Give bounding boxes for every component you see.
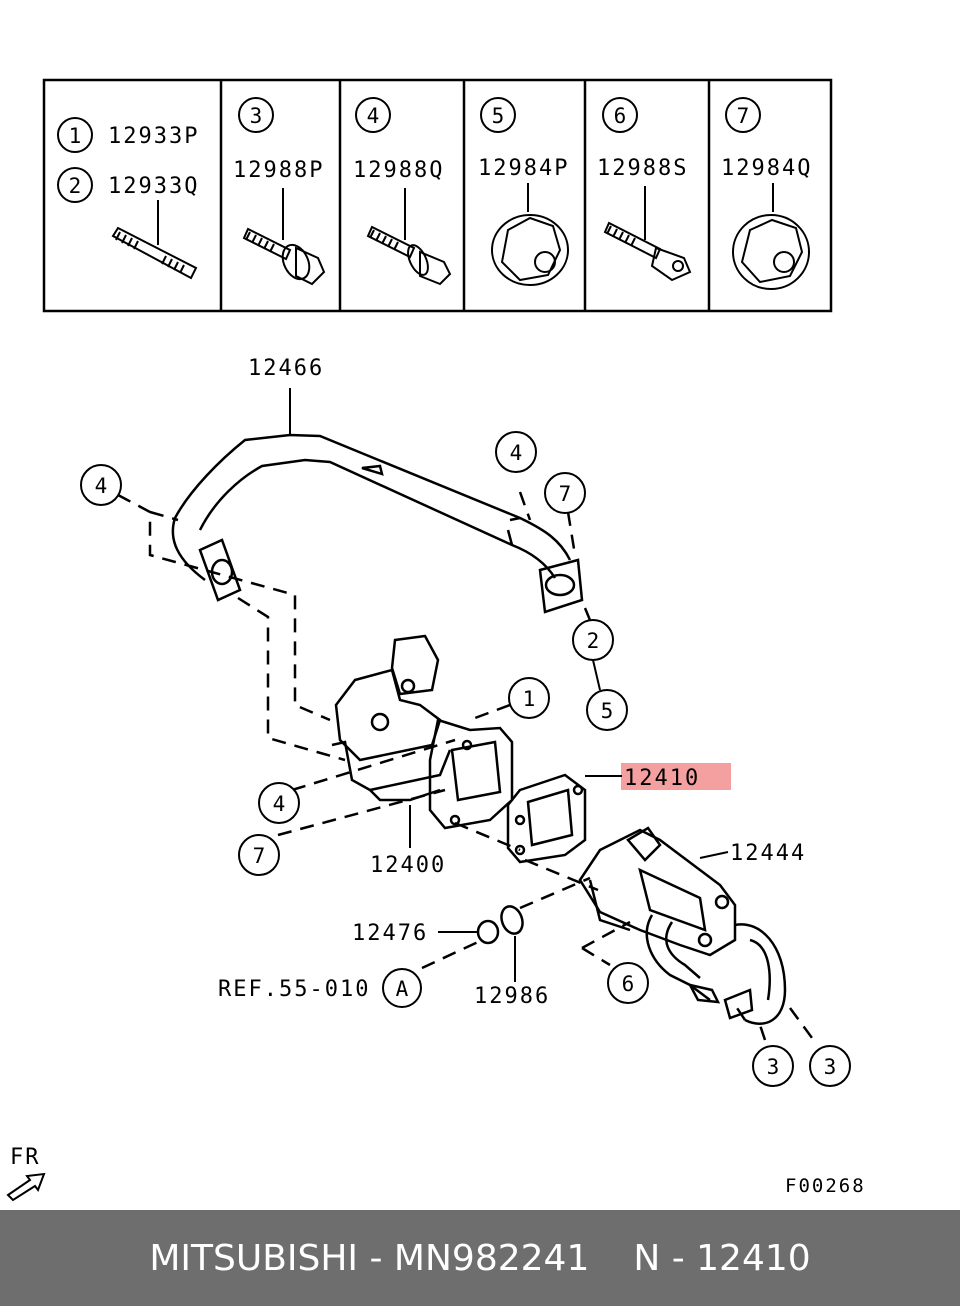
svg-text:4: 4	[510, 441, 523, 465]
svg-text:5: 5	[492, 104, 505, 128]
svg-text:6: 6	[614, 104, 627, 128]
svg-text:12476: 12476	[352, 921, 428, 946]
svg-text:4: 4	[95, 474, 108, 498]
svg-text:7: 7	[253, 844, 266, 868]
svg-text:7: 7	[737, 104, 750, 128]
svg-text:1: 1	[69, 124, 82, 148]
svg-text:12933P: 12933P	[108, 124, 199, 149]
callout-circle-4-lower: 4	[258, 782, 300, 824]
flange-bolt-icon	[242, 188, 326, 286]
svg-text:3: 3	[824, 1055, 837, 1079]
callout-12400: 12400	[370, 805, 446, 878]
figure-code: F00268	[785, 1175, 866, 1197]
highlight-box	[621, 763, 731, 790]
legend-item-5: 5 12984P	[478, 97, 569, 181]
direction-arrow-icon	[6, 1172, 46, 1202]
svg-text:6: 6	[622, 972, 635, 996]
svg-text:12400: 12400	[370, 853, 446, 878]
svg-text:3: 3	[250, 104, 263, 128]
svg-text:12444: 12444	[730, 841, 806, 866]
callout-12986: 12986	[474, 936, 550, 1009]
svg-text:12410: 12410	[624, 766, 700, 791]
svg-text:FR: FR	[10, 1145, 41, 1170]
legend-item-7: 7 12984Q	[721, 97, 812, 181]
callout-circle-4-top: 4	[495, 431, 537, 473]
callout-circle-7-top: 7	[544, 472, 586, 514]
footer-ref: N - 12410	[633, 1237, 811, 1279]
parts-diagram: 1 12933P 2 12933Q 3 12988P 4 12988Q	[6, 78, 866, 1202]
callout-circle-6: 6	[607, 962, 649, 1004]
svg-text:12984Q: 12984Q	[721, 156, 812, 181]
svg-text:4: 4	[273, 792, 286, 816]
washer-bolt-icon	[366, 188, 452, 286]
plug-12476	[476, 919, 500, 945]
socket-bolt-icon	[603, 186, 692, 282]
callout-12466: 12466	[248, 356, 324, 435]
callout-circle-3-right: 3	[809, 1045, 851, 1087]
legend-item-1: 1 12933P	[57, 117, 199, 153]
svg-text:A: A	[396, 977, 409, 1001]
footer-caption: MITSUBISHI - MN982241 N - 12410	[0, 1210, 960, 1306]
callout-12476: 12476	[352, 921, 478, 946]
legend-item-6: 6 12988S	[597, 97, 688, 181]
svg-text:12988P: 12988P	[233, 158, 324, 183]
callout-12410: 12410	[585, 763, 731, 791]
footer-bar	[0, 1210, 960, 1306]
svg-text:12986: 12986	[474, 984, 550, 1009]
callout-circle-1: 1	[508, 677, 550, 719]
fastener-legend-table	[42, 78, 833, 313]
svg-text:12933Q: 12933Q	[108, 174, 199, 199]
svg-text:3: 3	[767, 1055, 780, 1079]
stud-bolt-icon	[111, 200, 198, 280]
oring-12986	[500, 905, 524, 935]
callout-circle-3-left: 3	[752, 1045, 794, 1087]
callout-circle-7-lower: 7	[238, 834, 280, 876]
egr-cooler-12444	[578, 826, 787, 1025]
svg-text:12988Q: 12988Q	[353, 158, 444, 183]
svg-text:1: 1	[523, 687, 536, 711]
svg-text:12984P: 12984P	[478, 156, 569, 181]
flange-nut-icon	[491, 183, 569, 286]
legend-item-2: 2 12933Q	[57, 167, 199, 203]
front-direction-marker: FR	[6, 1145, 46, 1202]
svg-text:12988S: 12988S	[597, 156, 688, 181]
svg-text:7: 7	[559, 482, 572, 506]
gasket-12410	[506, 773, 587, 864]
callout-circle-5: 5	[586, 689, 628, 731]
callout-circle-2: 2	[572, 619, 614, 661]
callout-12444: 12444	[699, 841, 806, 866]
svg-text:2: 2	[587, 629, 600, 653]
egr-valve-12400	[331, 634, 514, 830]
egr-pipe-12466	[171, 433, 584, 614]
callout-circle-4-left: 4	[80, 464, 122, 506]
svg-text:12466: 12466	[248, 356, 324, 381]
svg-text:2: 2	[69, 174, 82, 198]
assembly-dashed-lines	[117, 491, 817, 1043]
svg-text:REF.55-010: REF.55-010	[218, 977, 370, 1002]
reference-callout: REF.55-010 A	[218, 968, 422, 1008]
legend-item-4: 4 12988Q	[353, 97, 444, 183]
large-flange-nut-icon	[732, 183, 810, 290]
legend-item-3: 3 12988P	[233, 97, 324, 183]
svg-text:4: 4	[367, 104, 380, 128]
svg-text:5: 5	[601, 699, 614, 723]
footer-brand-part: MITSUBISHI - MN982241	[149, 1237, 590, 1279]
